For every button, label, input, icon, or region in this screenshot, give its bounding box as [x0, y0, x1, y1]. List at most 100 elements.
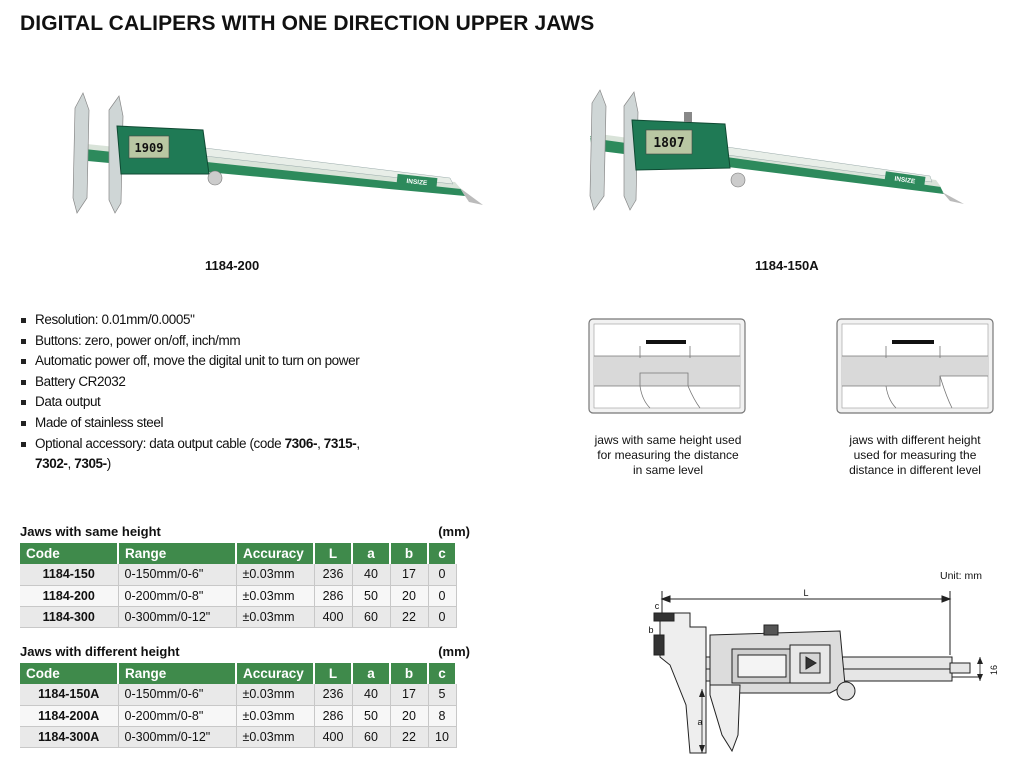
cell-b: 22 [390, 726, 429, 748]
table-row: 1184-150A 0-150mm/0-6" ±0.03mm 236 40 17… [20, 684, 457, 706]
lcd-reading-2: 1807 [653, 136, 684, 151]
cell-b: 17 [390, 684, 429, 706]
cell-b: 22 [390, 606, 429, 628]
cell-range: 0-150mm/0-6" [118, 684, 237, 706]
caption-line: distance in different level [849, 463, 981, 477]
table-row: 1184-150 0-150mm/0-6" ±0.03mm 236 40 17 … [20, 564, 457, 586]
feature-item: Made of stainless steel [20, 413, 440, 434]
table-row: 1184-300A 0-300mm/0-12" ±0.03mm 400 60 2… [20, 726, 457, 748]
cell-l: 400 [314, 606, 353, 628]
spec-table-different-height: Code Range Accuracy L a b c 1184-150A 0-… [20, 663, 457, 748]
cell-range: 0-300mm/0-12" [118, 726, 237, 748]
col-header-l: L [314, 663, 353, 684]
brand-logo-1: INSIZE [406, 178, 428, 187]
cell-accuracy: ±0.03mm [236, 606, 315, 628]
cell-range: 0-200mm/0-8" [118, 585, 237, 607]
table-unit: (mm) [438, 644, 470, 659]
cell-a: 40 [352, 564, 391, 586]
cell-c: 0 [428, 585, 457, 607]
col-header-c: c [428, 663, 457, 684]
optional-suffix: ) [106, 456, 112, 472]
table-header-row: Code Range Accuracy L a b c [20, 663, 457, 684]
table-title: Jaws with same height [20, 524, 161, 539]
cell-code: 1184-200A [20, 705, 119, 727]
cell-code: 1184-300A [20, 726, 119, 748]
dim-label-c: c [655, 601, 660, 611]
jaw-caption-different-height: jaws with different height used for meas… [815, 433, 1015, 478]
cell-range: 0-150mm/0-6" [118, 564, 237, 586]
cell-accuracy: ±0.03mm [236, 726, 315, 748]
jaw-caption-same-height: jaws with same height used for measuring… [568, 433, 768, 478]
table-row: 1184-300 0-300mm/0-12" ±0.03mm 400 60 22… [20, 606, 457, 628]
lcd-display-1: 1909 [135, 141, 164, 155]
col-header-range: Range [118, 663, 237, 684]
cell-range: 0-300mm/0-12" [118, 606, 237, 628]
lcd-reading-1: 1909 [135, 141, 164, 155]
cable-code: 7305- [74, 456, 107, 472]
cell-a: 60 [352, 606, 391, 628]
table-heading-same-height: Jaws with same height (mm) [20, 524, 470, 539]
cell-b: 17 [390, 564, 429, 586]
cell-a: 50 [352, 585, 391, 607]
cell-accuracy: ±0.03mm [236, 585, 315, 607]
optional-prefix: Optional accessory: data output cable (c… [35, 435, 285, 451]
table-unit: (mm) [438, 524, 470, 539]
feature-item: Buttons: zero, power on/off, inch/mm [20, 331, 440, 352]
feature-item: Data output [20, 392, 440, 413]
product-caption-1184-200: 1184-200 [205, 258, 260, 273]
cell-l: 286 [314, 705, 353, 727]
cell-code: 1184-150 [20, 564, 119, 586]
feature-list: Resolution: 0.01mm/0.0005" Buttons: zero… [20, 310, 440, 475]
cell-l: 400 [314, 726, 353, 748]
caption-line: in same level [632, 463, 704, 477]
separator: , [356, 435, 360, 451]
cell-l: 286 [314, 585, 353, 607]
col-header-l: L [314, 543, 353, 564]
cell-l: 236 [314, 684, 353, 706]
caliper-1184-150a-image: 1807 INSIZE [589, 89, 964, 211]
cell-code: 1184-200 [20, 585, 119, 607]
separator: , [67, 456, 75, 472]
caption-line: jaws with same height used [594, 433, 742, 447]
cable-code: 7302- [35, 456, 68, 472]
table-row: 1184-200 0-200mm/0-8" ±0.03mm 286 50 20 … [20, 585, 457, 607]
col-header-code: Code [20, 543, 119, 564]
col-header-a: a [352, 543, 391, 564]
cable-code: 7306- [284, 435, 318, 451]
cell-b: 20 [390, 705, 429, 727]
table-header-row: Code Range Accuracy L a b c [20, 543, 457, 564]
caption-line: for measuring the distance [597, 448, 739, 462]
feature-item-optional-accessory: Optional accessory: data output cable (c… [20, 434, 440, 475]
cell-accuracy: ±0.03mm [236, 684, 315, 706]
technical-drawing: L a b c 16 [648, 588, 999, 754]
cell-a: 40 [352, 684, 391, 706]
table-heading-different-height: Jaws with different height (mm) [20, 644, 470, 659]
caliper-1184-200-image: 1909 INSIZE [72, 92, 483, 214]
cell-code: 1184-300 [20, 606, 119, 628]
spec-table-same-height: Code Range Accuracy L a b c 1184-150 0-1… [20, 543, 457, 628]
cell-b: 20 [390, 585, 429, 607]
cell-c: 8 [428, 705, 457, 727]
cable-code: 7315- [323, 435, 357, 451]
table-row: 1184-200A 0-200mm/0-8" ±0.03mm 286 50 20… [20, 705, 457, 727]
jaw-illustration-different-height [836, 318, 994, 414]
product-caption-1184-150a: 1184-150A [755, 258, 819, 273]
dim-label-b: b [648, 625, 653, 635]
cell-c: 10 [428, 726, 457, 748]
cell-code: 1184-150A [20, 684, 119, 706]
col-header-accuracy: Accuracy [236, 543, 315, 564]
cell-accuracy: ±0.03mm [236, 705, 315, 727]
cell-a: 50 [352, 705, 391, 727]
col-header-b: b [390, 663, 429, 684]
col-header-range: Range [118, 543, 237, 564]
separator: , [317, 435, 324, 451]
dim-label-l: L [803, 588, 808, 598]
page-title: DIGITAL CALIPERS WITH ONE DIRECTION UPPE… [20, 12, 595, 35]
table-title: Jaws with different height [20, 644, 180, 659]
cell-c: 5 [428, 684, 457, 706]
col-header-b: b [390, 543, 429, 564]
dim-label-height: 16 [989, 665, 999, 675]
dim-label-a: a [697, 717, 702, 727]
feature-item: Battery CR2032 [20, 372, 440, 393]
unit-label: Unit: mm [940, 570, 982, 582]
